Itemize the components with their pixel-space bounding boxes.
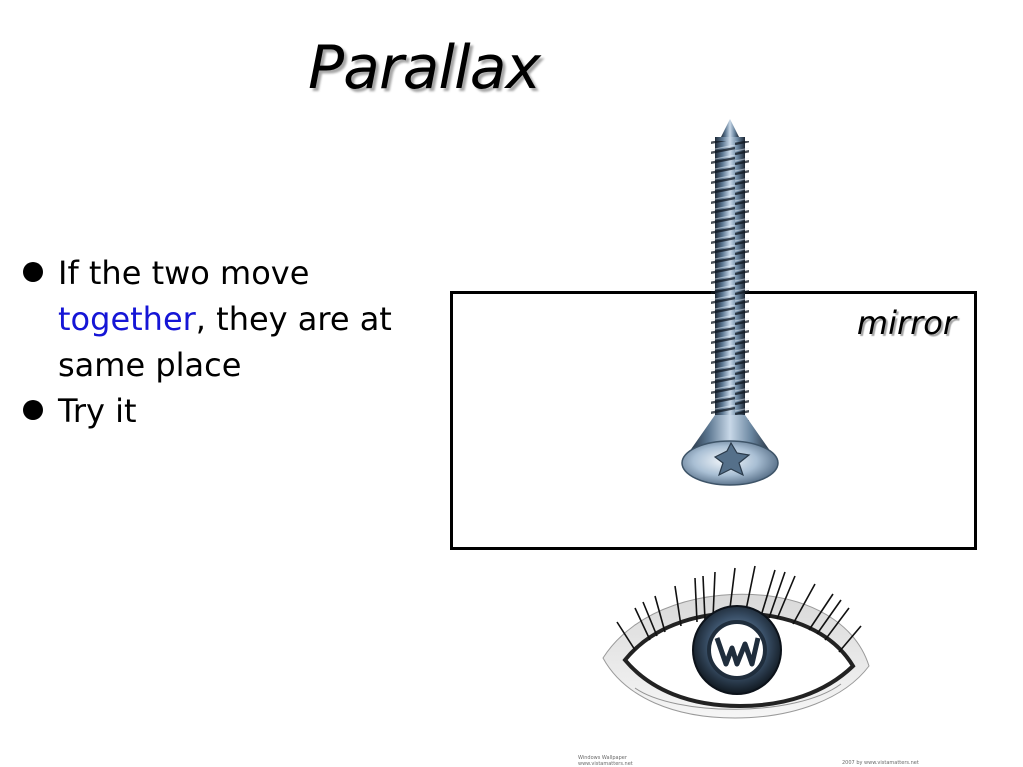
slide-title: Parallax <box>308 33 541 103</box>
bullet-text: If the two move <box>58 254 310 292</box>
bullet-item: Try it <box>22 388 442 434</box>
bullet-text: Try it <box>58 392 137 430</box>
screw-image <box>681 119 779 486</box>
highlight-word: together <box>58 300 196 338</box>
mirror-rectangle: mirror <box>450 291 977 550</box>
eye-with-wordpress-logo-image <box>602 565 870 719</box>
bullet-list: If the two move together, they are at sa… <box>22 250 442 434</box>
bullet-dot-icon <box>22 388 43 434</box>
credit-right: 2007 by www.vistamatters.net <box>842 760 919 766</box>
credit-left-line1: Windows Wallpaper <box>578 755 627 761</box>
bullet-dot-icon <box>22 250 43 296</box>
credit-left: Windows Wallpaper www.vistamatters.net <box>578 755 633 767</box>
bullet-text-end: , they are at same place <box>58 300 392 384</box>
mirror-label: mirror <box>856 304 956 342</box>
bullet-item: If the two move together, they are at sa… <box>22 250 442 388</box>
credit-left-line2: www.vistamatters.net <box>578 761 633 767</box>
